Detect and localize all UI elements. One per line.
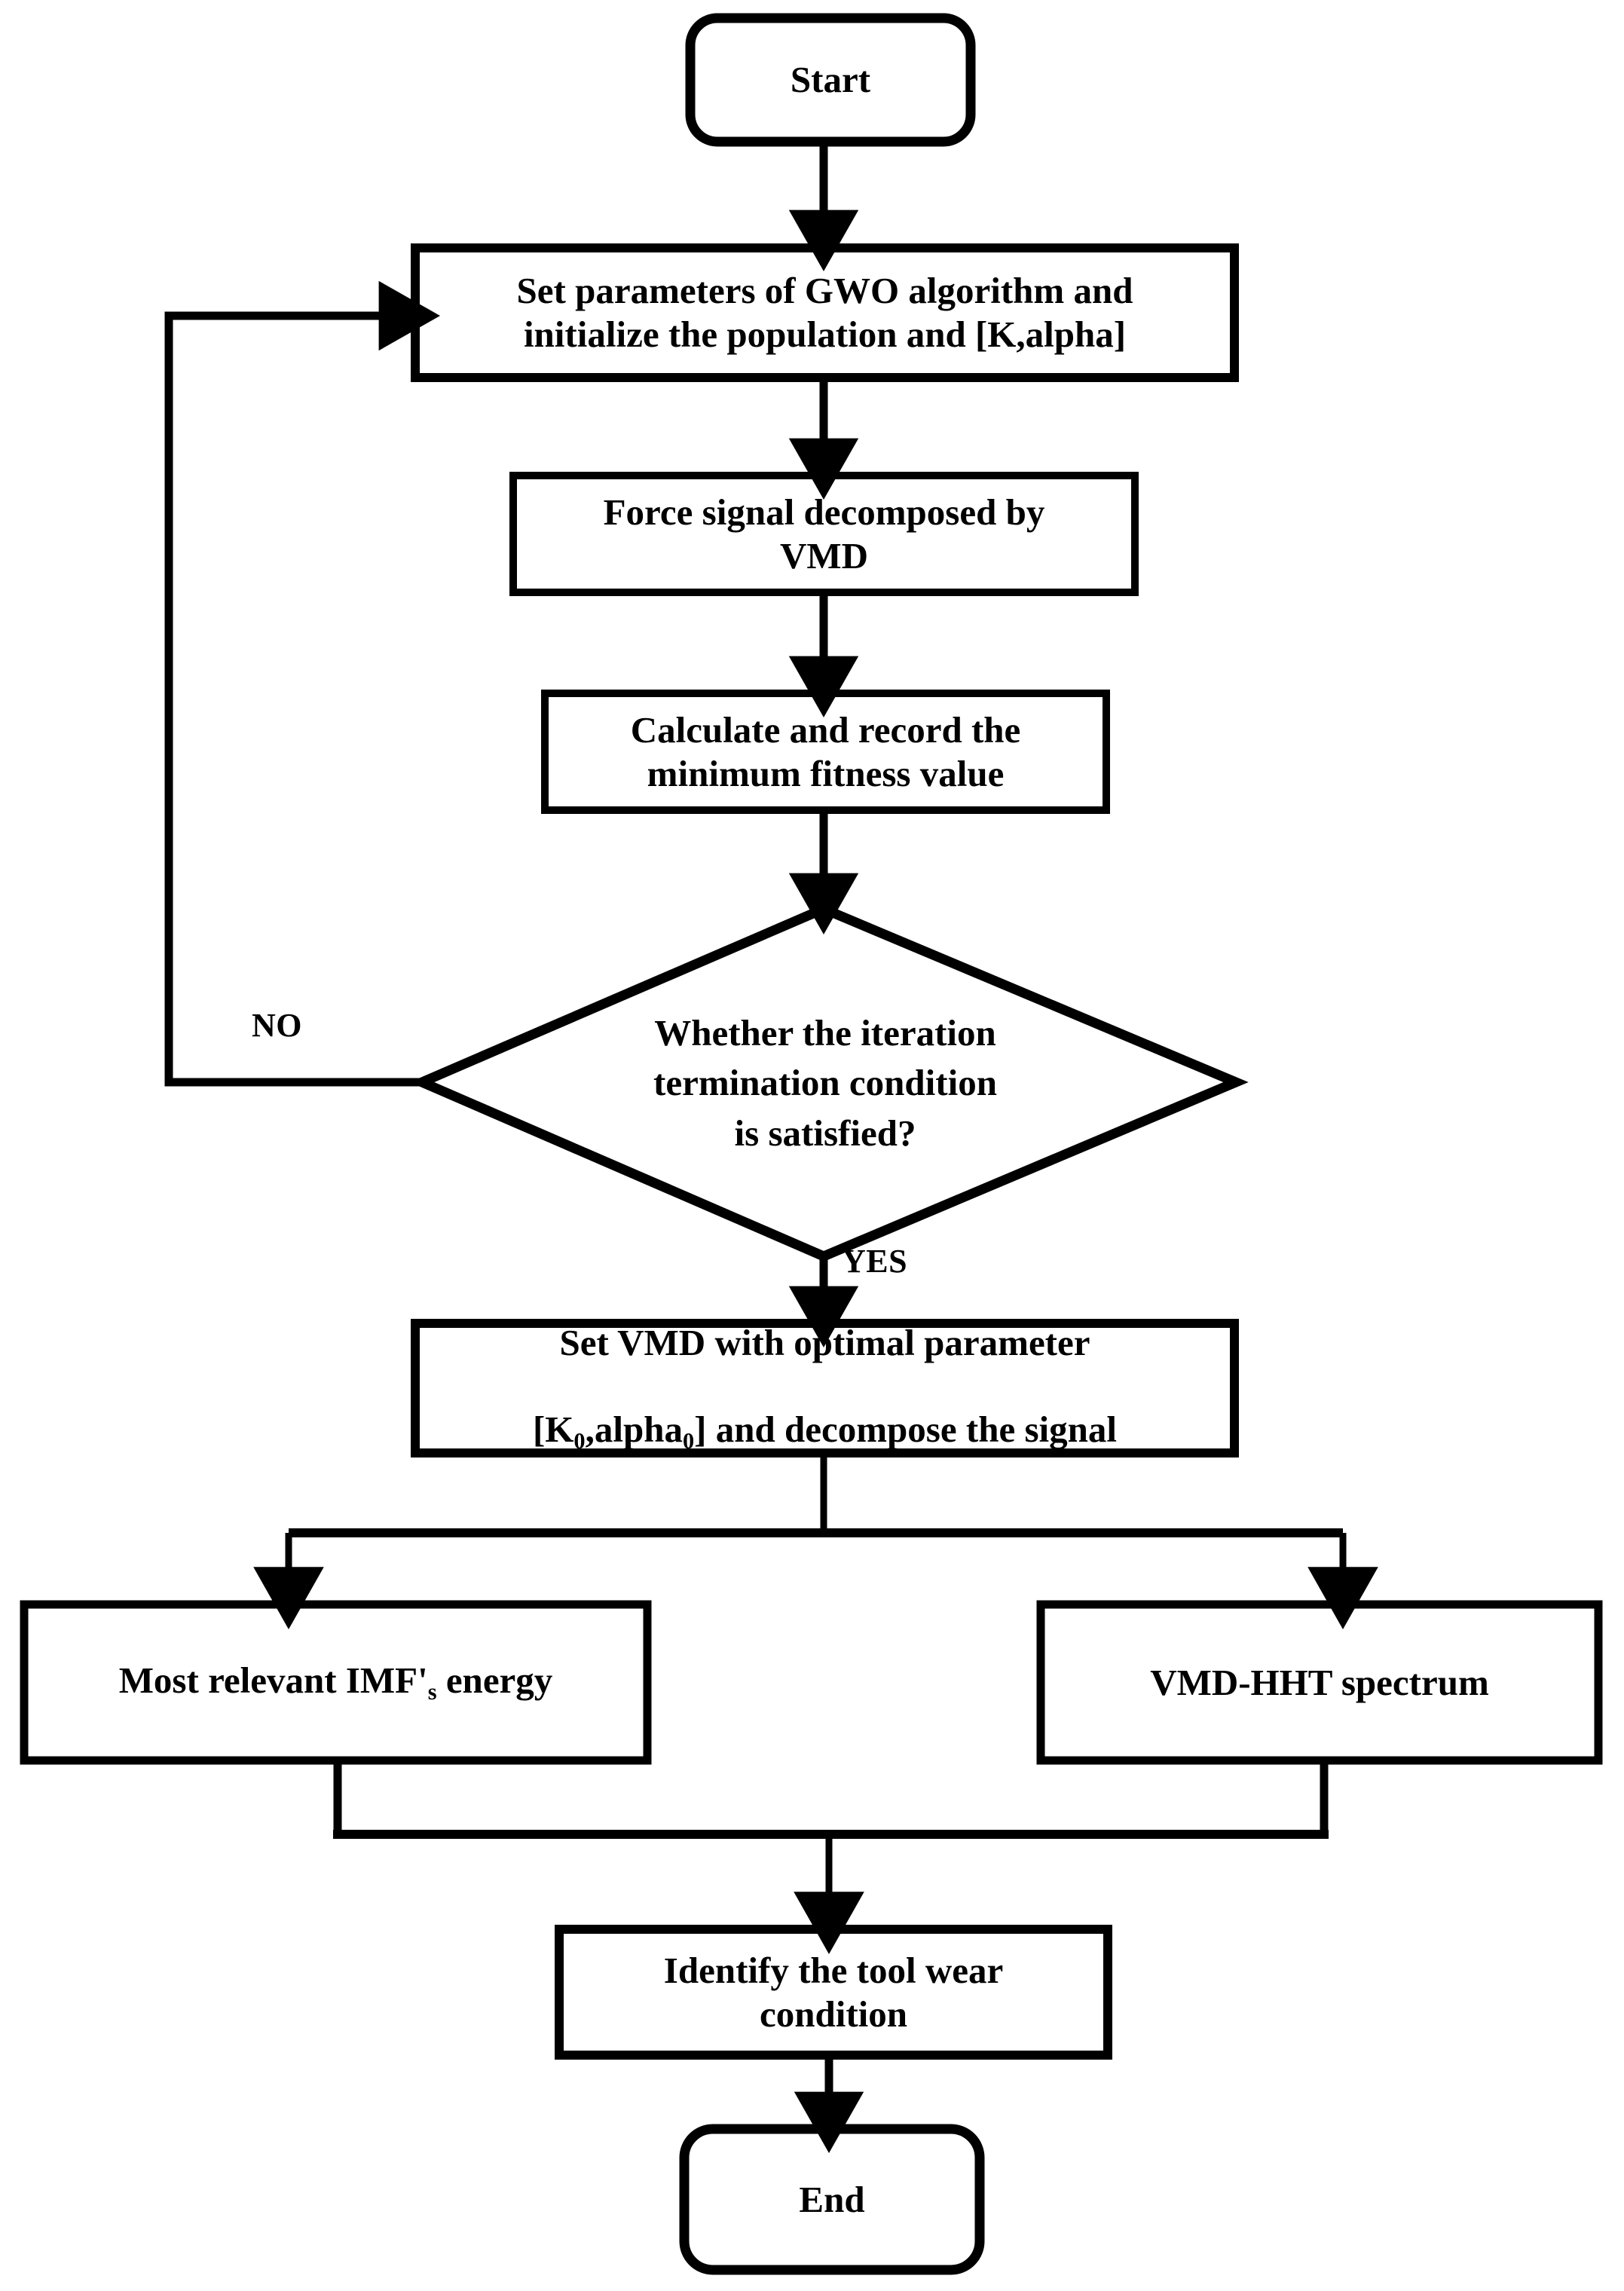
node-shape-end[interactable] xyxy=(679,2124,985,2275)
node-shape-fitness[interactable] xyxy=(541,690,1110,814)
edge-label-yes: YES xyxy=(842,1243,908,1280)
node-shape-decision[interactable] xyxy=(409,903,1249,1262)
connector-decision-no-loopback xyxy=(164,280,440,1087)
node-shape-decompose[interactable] xyxy=(509,472,1139,596)
node-shape-hht-spectrum[interactable] xyxy=(1036,1600,1603,1765)
node-shape-start[interactable] xyxy=(685,13,976,147)
node-shape-identify[interactable] xyxy=(555,1925,1112,2060)
node-shape-set-params[interactable] xyxy=(411,243,1239,382)
edge-label-no: NO xyxy=(252,1007,302,1044)
node-shape-set-vmd[interactable] xyxy=(411,1319,1239,1457)
node-shape-imf-energy[interactable] xyxy=(20,1600,652,1765)
